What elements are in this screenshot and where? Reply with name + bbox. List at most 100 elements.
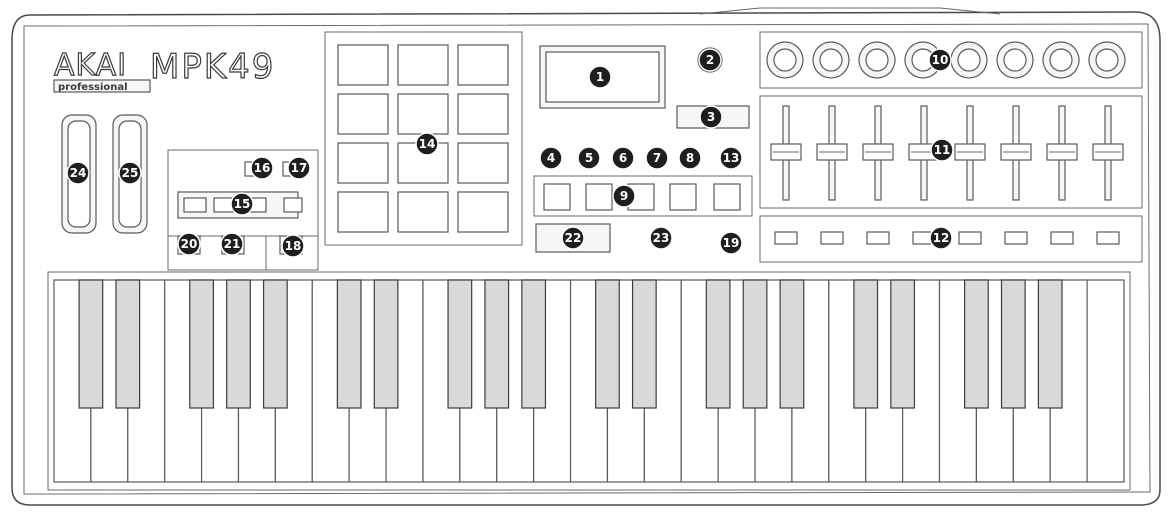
brand-maker: AKAI bbox=[54, 48, 127, 83]
knob-8[interactable] bbox=[1088, 41, 1126, 79]
callout-7: 7 bbox=[645, 146, 669, 170]
black-key-12[interactable] bbox=[631, 279, 657, 409]
mode-button-4[interactable] bbox=[669, 183, 697, 211]
callout-8: 8 bbox=[678, 146, 702, 170]
black-key-9[interactable] bbox=[484, 279, 510, 409]
knob-1[interactable] bbox=[766, 41, 804, 79]
callout-14: 14 bbox=[415, 132, 439, 156]
knob-bank bbox=[759, 31, 1143, 89]
callout-number: 25 bbox=[122, 166, 139, 180]
black-key-11[interactable] bbox=[595, 279, 620, 409]
fader-button-6[interactable] bbox=[1004, 231, 1028, 245]
keyboard bbox=[47, 271, 1131, 491]
drum-pad-8[interactable] bbox=[397, 142, 449, 184]
black-key-15[interactable] bbox=[779, 279, 805, 409]
callout-21: 21 bbox=[220, 232, 244, 256]
callout-number: 14 bbox=[419, 137, 436, 151]
callout-number: 24 bbox=[70, 166, 87, 180]
mode-button-2[interactable] bbox=[585, 183, 613, 211]
black-key-2[interactable] bbox=[115, 279, 141, 409]
callout-9: 9 bbox=[612, 184, 636, 208]
callout-number: 20 bbox=[181, 237, 198, 251]
transport-button-1[interactable] bbox=[183, 197, 207, 213]
drum-pad-1[interactable] bbox=[337, 44, 389, 86]
drum-pad-2[interactable] bbox=[397, 44, 449, 86]
fader-8[interactable] bbox=[1092, 105, 1124, 201]
drum-pad-3[interactable] bbox=[457, 44, 509, 86]
fader-button-2[interactable] bbox=[820, 231, 844, 245]
mode-button-1[interactable] bbox=[543, 183, 571, 211]
callout-17: 17 bbox=[287, 156, 311, 180]
black-key-7[interactable] bbox=[373, 279, 399, 409]
callout-number: 17 bbox=[291, 161, 308, 175]
drum-pad-4[interactable] bbox=[337, 93, 389, 135]
black-key-4[interactable] bbox=[226, 279, 251, 409]
callout-number: 13 bbox=[723, 151, 740, 165]
knob-4[interactable] bbox=[904, 41, 942, 79]
fader-button-1[interactable] bbox=[774, 231, 798, 245]
callout-19: 19 bbox=[719, 231, 743, 255]
callout-5: 5 bbox=[577, 146, 601, 170]
knob-3[interactable] bbox=[858, 41, 896, 79]
fader-button-bank bbox=[759, 215, 1143, 263]
black-key-20[interactable] bbox=[1037, 279, 1063, 409]
callout-number: 18 bbox=[285, 239, 302, 253]
black-key-10[interactable] bbox=[521, 279, 547, 409]
black-key-17[interactable] bbox=[890, 279, 916, 409]
callout-6: 6 bbox=[611, 146, 635, 170]
knob-6[interactable] bbox=[996, 41, 1034, 79]
white-key-29[interactable] bbox=[1086, 279, 1125, 483]
fader-button-3[interactable] bbox=[866, 231, 890, 245]
fader-1[interactable] bbox=[770, 105, 802, 201]
callout-number: 1 bbox=[596, 70, 604, 84]
callout-1: 1 bbox=[588, 65, 612, 89]
callout-number: 16 bbox=[254, 161, 271, 175]
callout-4: 4 bbox=[539, 146, 563, 170]
callout-2: 2 bbox=[698, 48, 722, 72]
black-key-3[interactable] bbox=[189, 279, 214, 409]
drum-pad-9[interactable] bbox=[457, 142, 509, 184]
callout-number: 21 bbox=[224, 237, 241, 251]
callout-11: 11 bbox=[930, 138, 954, 162]
pad-grid bbox=[324, 31, 523, 246]
brand-model: MPK49 bbox=[150, 47, 275, 87]
callout-15: 15 bbox=[230, 192, 254, 216]
black-key-13[interactable] bbox=[705, 279, 731, 409]
fader-7[interactable] bbox=[1046, 105, 1078, 201]
black-key-18[interactable] bbox=[964, 279, 989, 409]
fader-6[interactable] bbox=[1000, 105, 1032, 201]
black-key-19[interactable] bbox=[1000, 279, 1026, 409]
black-key-8[interactable] bbox=[447, 279, 473, 409]
callout-number: 9 bbox=[620, 189, 628, 203]
transport-button-4[interactable] bbox=[283, 197, 303, 213]
black-key-1[interactable] bbox=[78, 279, 104, 409]
drum-pad-6[interactable] bbox=[457, 93, 509, 135]
callout-number: 23 bbox=[653, 231, 670, 245]
knob-7[interactable] bbox=[1042, 41, 1080, 79]
mode-button-5[interactable] bbox=[713, 183, 741, 211]
fader-button-8[interactable] bbox=[1096, 231, 1120, 245]
drum-pad-10[interactable] bbox=[337, 191, 389, 233]
drum-pad-5[interactable] bbox=[397, 93, 449, 135]
fader-button-7[interactable] bbox=[1050, 231, 1074, 245]
fader-bank bbox=[759, 95, 1143, 209]
fader-2[interactable] bbox=[816, 105, 848, 201]
drum-pad-7[interactable] bbox=[337, 142, 389, 184]
black-key-14[interactable] bbox=[742, 279, 768, 409]
knob-2[interactable] bbox=[812, 41, 850, 79]
black-key-16[interactable] bbox=[853, 279, 879, 409]
drum-pad-11[interactable] bbox=[397, 191, 449, 233]
callout-number: 3 bbox=[707, 110, 715, 124]
black-key-5[interactable] bbox=[262, 279, 288, 409]
callout-number: 11 bbox=[934, 143, 951, 157]
callout-13: 13 bbox=[719, 146, 743, 170]
fader-5[interactable] bbox=[954, 105, 986, 201]
fader-button-5[interactable] bbox=[958, 231, 982, 245]
callout-number: 4 bbox=[547, 151, 555, 165]
knob-5[interactable] bbox=[950, 41, 988, 79]
fader-3[interactable] bbox=[862, 105, 894, 201]
callout-20: 20 bbox=[177, 232, 201, 256]
drum-pad-12[interactable] bbox=[457, 191, 509, 233]
black-key-6[interactable] bbox=[336, 279, 362, 409]
